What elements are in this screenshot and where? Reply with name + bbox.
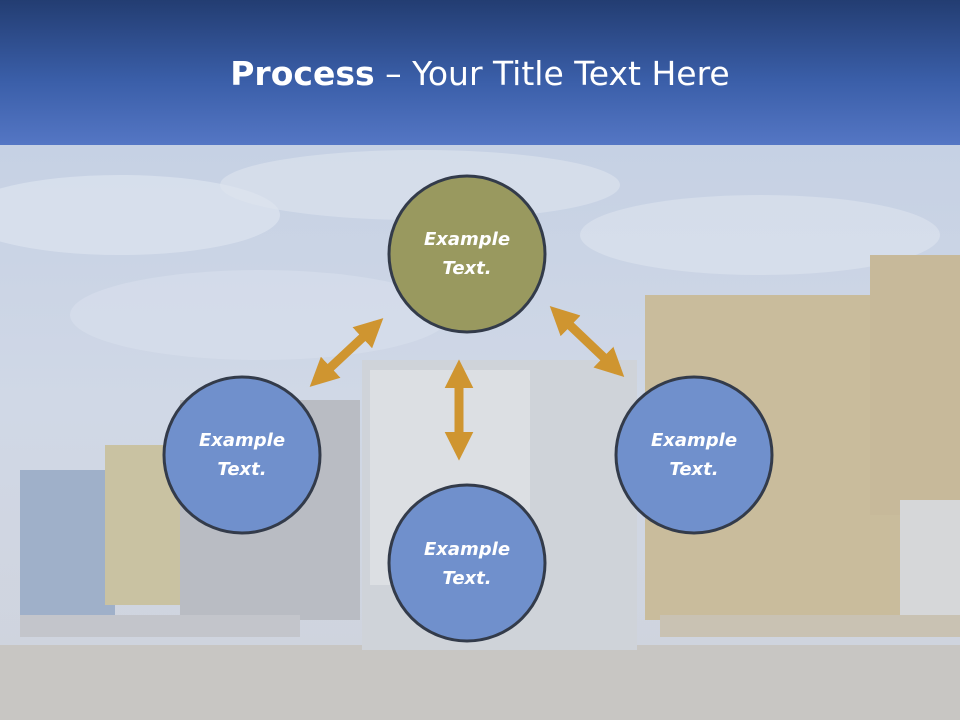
arrow-left-top xyxy=(309,318,384,387)
title-strong: Process xyxy=(230,54,375,93)
title-rest: – Your Title Text Here xyxy=(374,54,730,93)
slide-title: Process – Your Title Text Here xyxy=(0,52,960,96)
node-bottom-circle xyxy=(387,483,547,643)
arrow-top-right xyxy=(549,306,625,377)
node-top-circle xyxy=(387,174,547,334)
title-bar: Process – Your Title Text Here xyxy=(0,0,960,145)
node-right-circle xyxy=(614,375,774,535)
node-left-circle xyxy=(162,375,322,535)
